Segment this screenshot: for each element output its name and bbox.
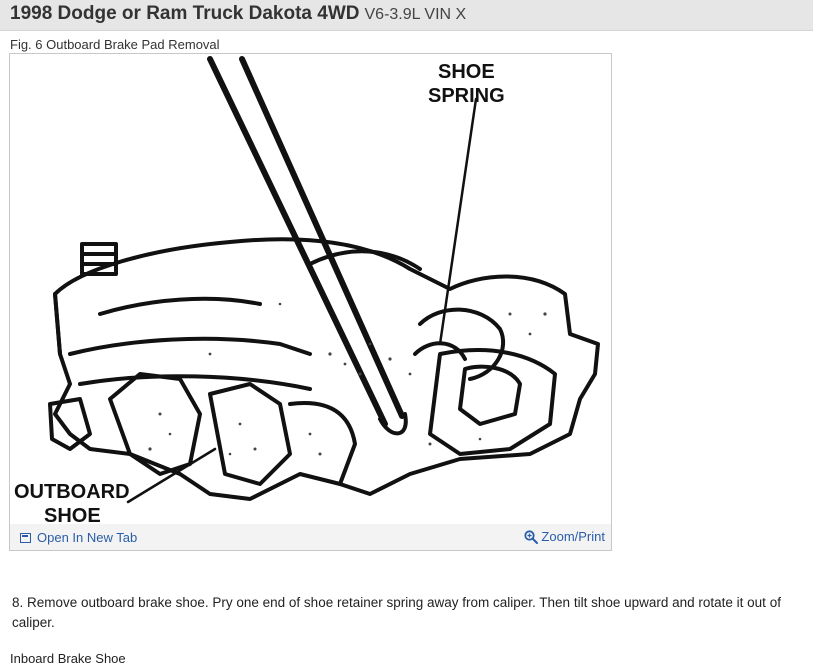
label-outboard-2: SHOE	[44, 505, 101, 524]
label-outboard-1: OUTBOARD	[14, 481, 130, 503]
figure-toolbar: Open In New Tab Zoom/Print	[10, 524, 611, 550]
figure-panel: SHOE SPRING OUTBOARD SHOE Open In New Ta…	[9, 53, 612, 551]
open-in-new-tab-icon	[20, 532, 31, 543]
brake-diagram[interactable]: SHOE SPRING OUTBOARD SHOE	[10, 54, 611, 524]
engine-subtitle: V6-3.9L VIN X	[364, 6, 467, 23]
magnifier-icon	[524, 529, 539, 544]
label-shoe-spring-2: SPRING	[428, 85, 505, 107]
next-section-heading: Inboard Brake Shoe	[10, 651, 126, 666]
open-in-new-tab-link[interactable]: Open In New Tab	[20, 530, 137, 545]
zoom-print-link[interactable]: Zoom/Print	[524, 529, 605, 544]
figure-caption: Fig. 6 Outboard Brake Pad Removal	[10, 37, 220, 52]
zoom-print-label: Zoom/Print	[541, 529, 605, 544]
open-in-new-tab-label: Open In New Tab	[37, 530, 138, 545]
step-8-text: 8. Remove outboard brake shoe. Pry one e…	[12, 595, 781, 630]
vehicle-title: 1998 Dodge or Ram Truck Dakota 4WD	[10, 3, 360, 24]
label-shoe-spring-1: SHOE	[438, 61, 495, 83]
